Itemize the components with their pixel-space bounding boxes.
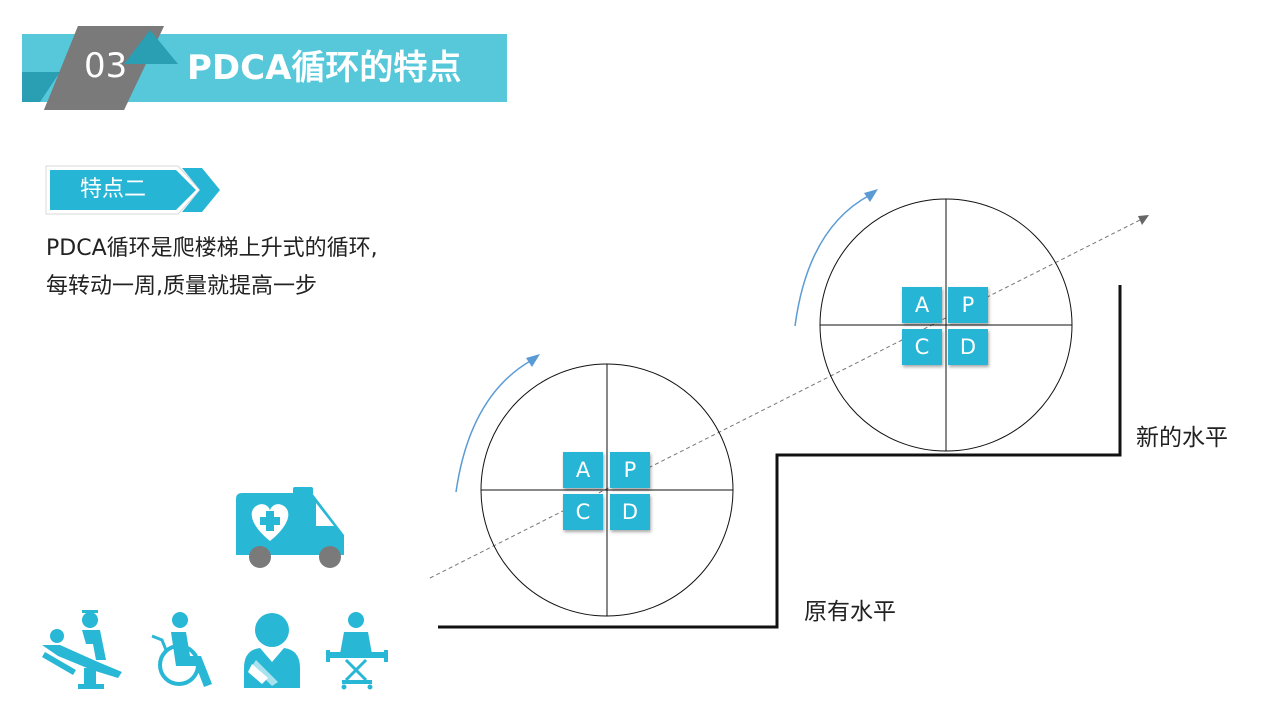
rotation-arrow-1 — [455, 359, 533, 493]
cycle-2-quadrant-c: C — [902, 329, 942, 365]
cycle-2-quadrant-p: P — [948, 287, 988, 323]
ambulance-icon — [236, 487, 344, 568]
patient-bed-icon — [326, 612, 388, 690]
new-level-label: 新的水平 — [1136, 425, 1228, 451]
wheelchair-icon — [151, 612, 212, 687]
cycle-1-quadrant-c: C — [563, 494, 603, 530]
stair-line — [438, 285, 1122, 629]
cycle-2-quadrant-d: D — [948, 329, 988, 365]
cycle-1-quadrant-d: D — [610, 494, 650, 530]
cycle-1-quadrant-a: A — [563, 452, 603, 488]
rotation-arrowhead-2 — [864, 189, 878, 202]
injured-arm-icon — [244, 613, 300, 688]
rotation-arrowhead-1 — [526, 354, 540, 367]
cycle-1-quadrant-p: P — [610, 452, 650, 488]
section-number: 03 — [84, 46, 128, 86]
rotation-arrow-2 — [794, 194, 871, 327]
description-line-2: 每转动一周,质量就提高一步 — [46, 274, 317, 299]
tag-chevron — [182, 168, 220, 212]
trend-arrowhead — [1138, 215, 1149, 225]
dentist-icon — [42, 610, 122, 689]
cycle-2-quadrant-a: A — [902, 287, 942, 323]
original-level-label: 原有水平 — [804, 599, 896, 625]
tag-body — [50, 170, 196, 210]
description-line-1: PDCA循环是爬楼梯上升式的循环, — [46, 236, 378, 261]
feature-tag-label: 特点二 — [79, 177, 146, 202]
page-title: PDCA循环的特点 — [187, 48, 462, 88]
